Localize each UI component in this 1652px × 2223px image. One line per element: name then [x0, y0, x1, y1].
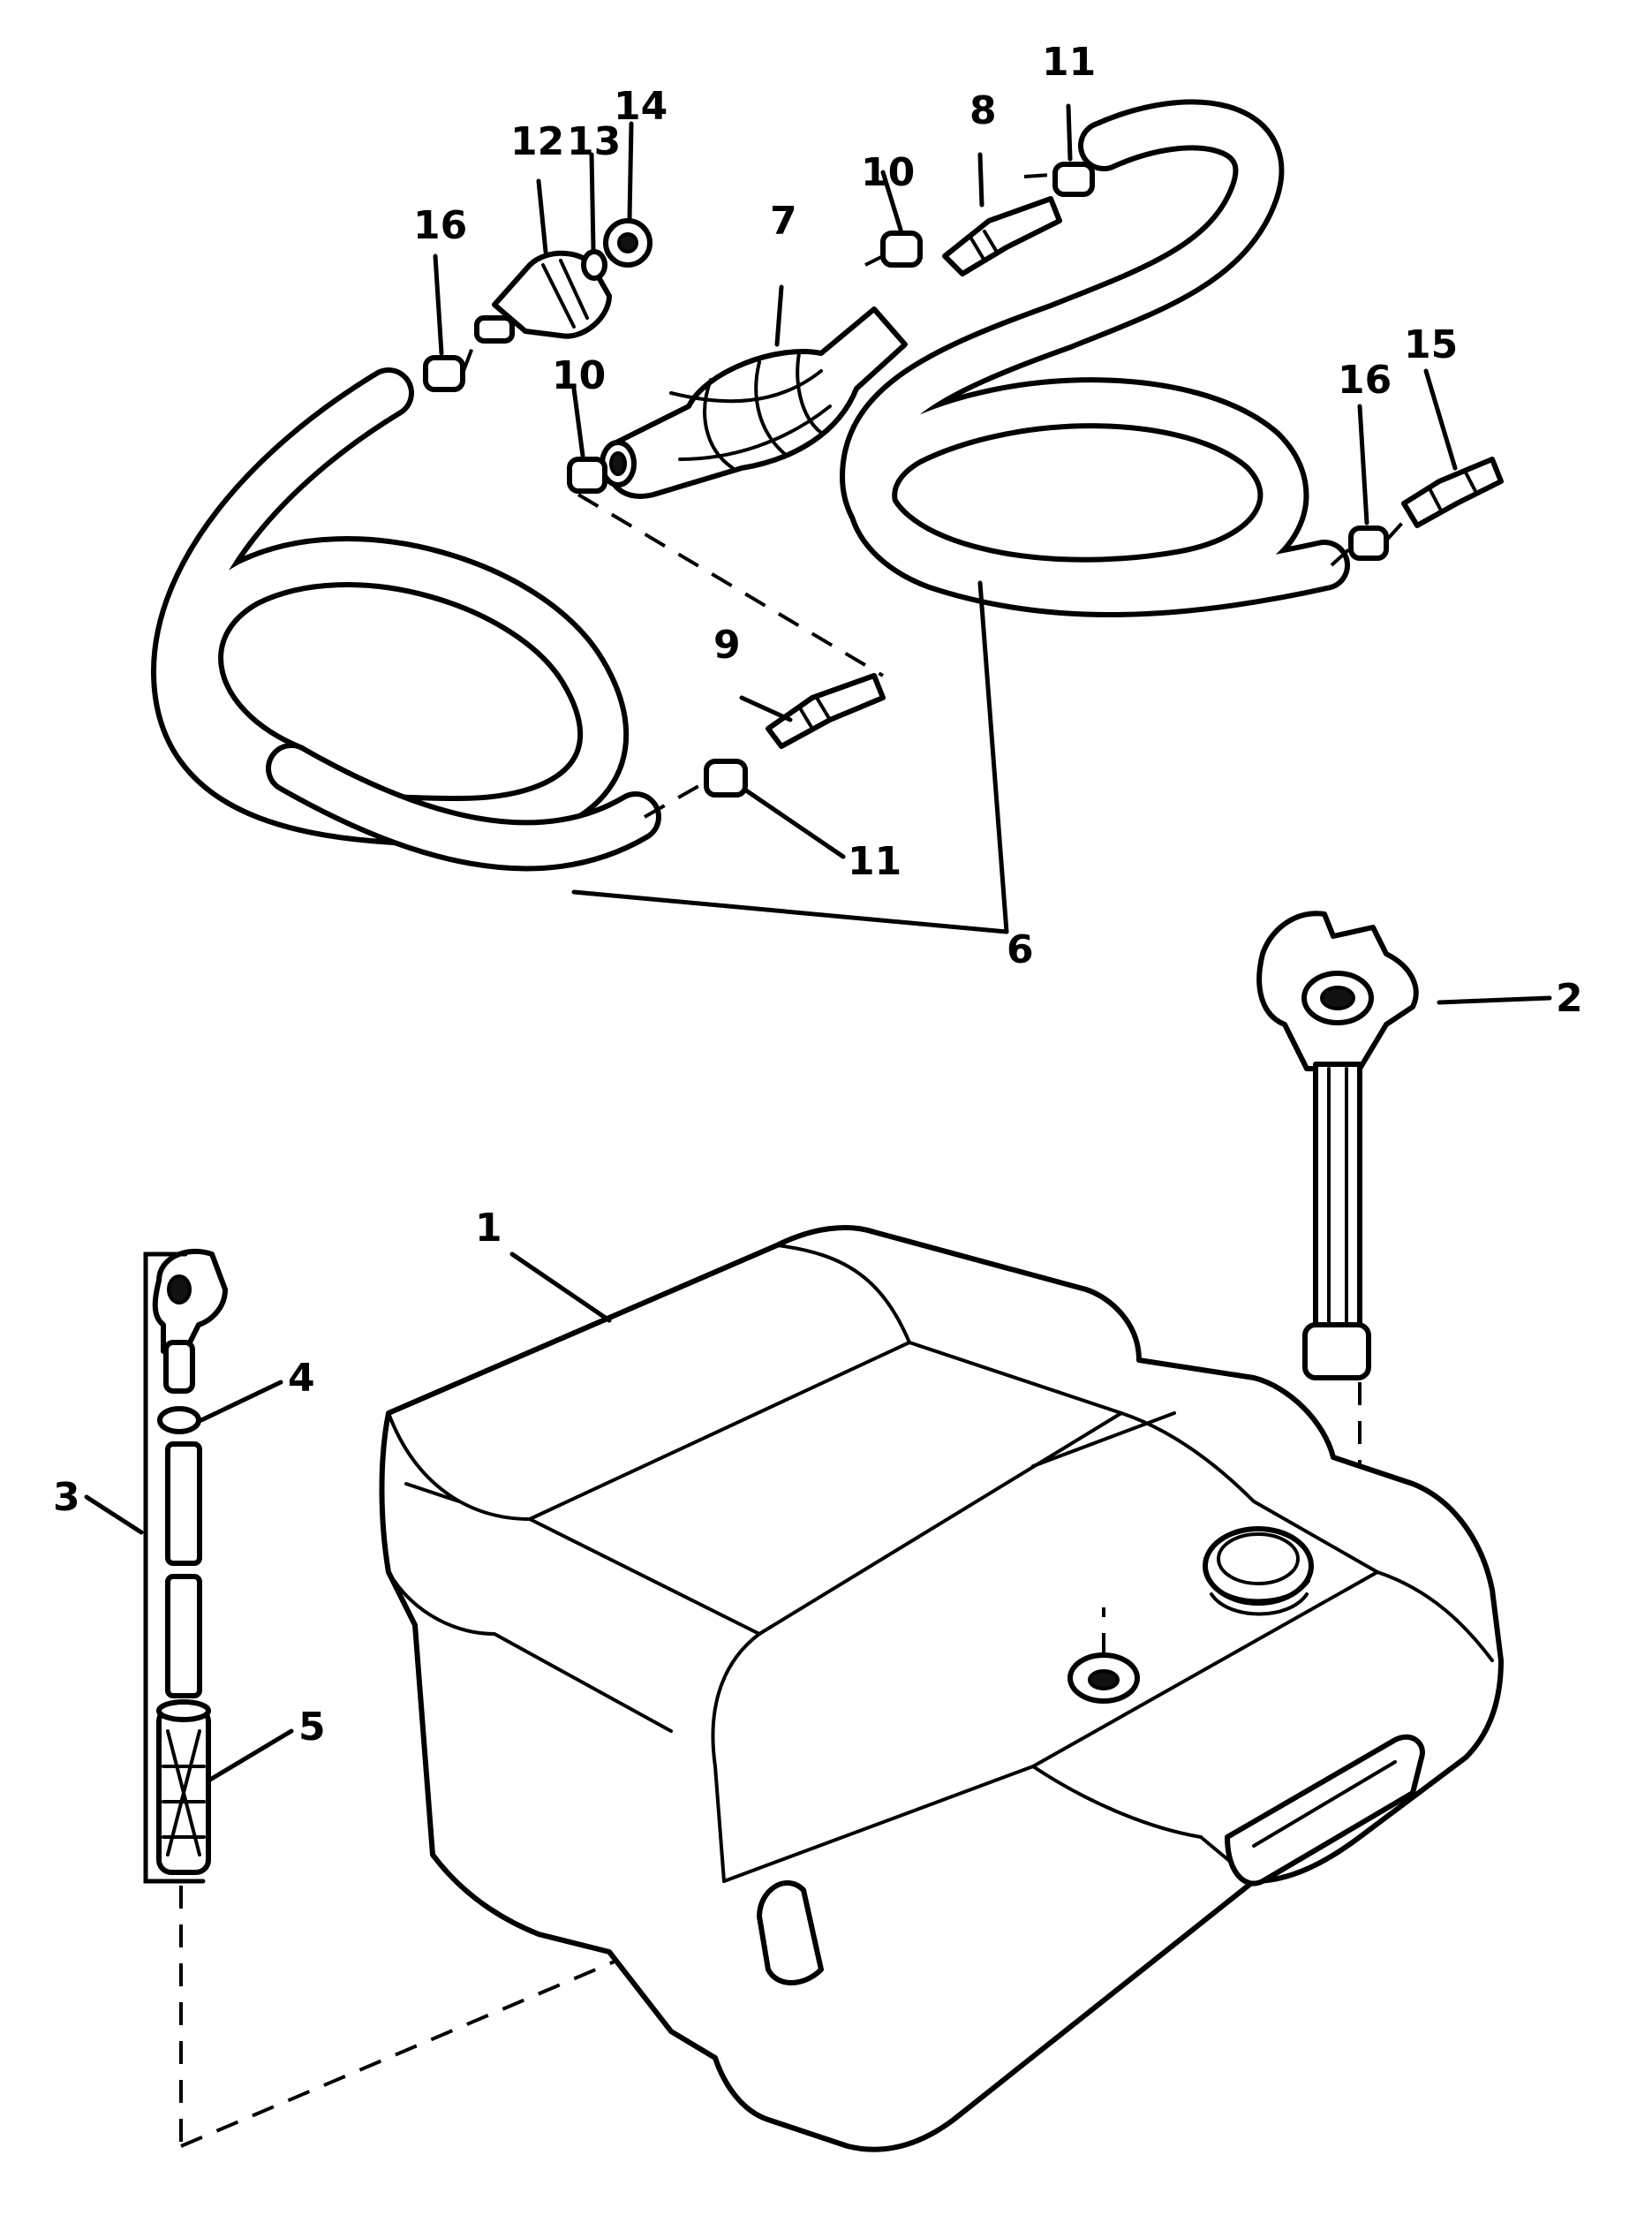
callout-labels: 1 2 3 4 5 6 7 8 9 10 10 11 11 12 13 14 1…	[53, 40, 1583, 1750]
primer-bulb	[600, 306, 908, 499]
fuel-gauge	[1256, 911, 1419, 1380]
callout-8: 8	[969, 88, 997, 133]
hose-fitting-8	[942, 196, 1062, 276]
pickup-assembly-bracket	[143, 1251, 206, 1884]
pickup-elbow-fitting	[152, 1248, 228, 1394]
hose-clamp-16-right	[1348, 526, 1389, 561]
callout-7: 7	[770, 199, 797, 244]
pickup-o-ring	[157, 1406, 201, 1434]
fuel-hose-right	[840, 99, 1350, 617]
callout-16-left: 16	[413, 203, 467, 248]
hose-fitting-9	[766, 673, 886, 749]
hose-clamp-11-lower	[704, 759, 748, 798]
callout-10-upper: 10	[861, 150, 915, 195]
hose-clamp-16-left	[423, 355, 465, 392]
pickup-filter-screen	[156, 1699, 211, 1875]
hose-fitting-15	[1401, 457, 1504, 528]
callout-5: 5	[298, 1705, 326, 1750]
callout-13: 13	[567, 119, 621, 164]
callout-6: 6	[1007, 927, 1034, 972]
callout-1: 1	[475, 1206, 502, 1251]
hose-clamp-10-upper	[880, 231, 923, 268]
callout-3: 3	[53, 1475, 80, 1520]
o-ring	[581, 249, 607, 281]
callout-11-lower: 11	[848, 839, 901, 884]
callout-16-right: 16	[1338, 358, 1392, 403]
hose-clamp-11-upper	[1052, 162, 1095, 197]
callout-2: 2	[1556, 976, 1583, 1021]
callout-11-upper: 11	[1042, 40, 1096, 85]
hose-clamp-10-lower	[567, 457, 607, 494]
callout-9: 9	[713, 623, 741, 668]
fuel-tank	[379, 1225, 1504, 2152]
callout-4: 4	[288, 1356, 315, 1401]
callout-12: 12	[510, 119, 564, 164]
fuel-connector-engine-end	[474, 250, 612, 344]
callout-15: 15	[1404, 322, 1458, 367]
callout-10-lower: 10	[552, 353, 606, 398]
leader-lines	[84, 103, 1552, 1782]
callout-14: 14	[614, 84, 668, 129]
seal-washer	[603, 218, 653, 268]
pickup-tube	[165, 1441, 202, 1698]
fuel-hose-left	[151, 367, 661, 872]
